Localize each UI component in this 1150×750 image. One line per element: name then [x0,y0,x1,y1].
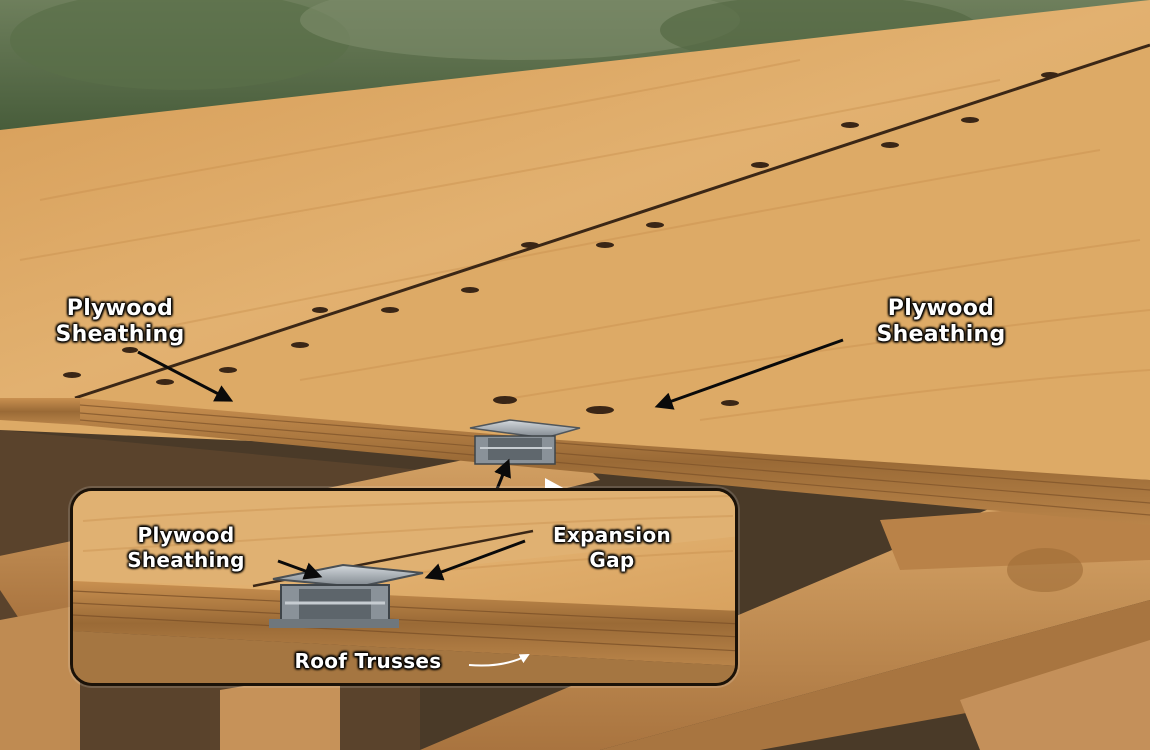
arrow-left-sheathing [137,350,234,402]
label-roof-trusses: Roof Trusses [294,649,442,673]
h-clip-main [469,419,581,465]
label-detail-sheathing-line2: Sheathing [127,548,245,572]
label-detail-sheathing-line1: Plywood [137,523,235,547]
arrow-trusses [468,654,530,667]
h-clip-detail [269,563,424,628]
label-expansion-gap: Expansion Gap [527,523,697,573]
plywood-edge [80,398,1150,525]
detail-callout: Plywood Sheathing Expansion Gap Roof Tru… [70,488,738,686]
nail-holes [63,72,1059,414]
plywood-sheet-lower [0,45,1150,480]
label-detail-sheathing: Plywood Sheathing [101,523,271,573]
callout-drawing [73,491,735,683]
label-right-sheathing-line1: Plywood [887,296,995,321]
label-left-sheathing-line2: Sheathing [55,322,185,347]
label-expansion-gap-line2: Gap [589,548,635,572]
plywood-sheet-upper [0,0,1150,398]
arrow-expansion-gap [424,539,526,581]
sheet-seam [74,43,1150,400]
arrow-detail-sheathing [277,559,323,580]
label-left-sheathing-line1: Plywood [66,296,174,321]
label-expansion-gap-line1: Expansion [552,523,672,547]
label-left-sheathing: Plywood Sheathing [40,296,200,348]
arrow-right-sheathing [654,338,844,410]
label-right-sheathing: Plywood Sheathing [856,296,1026,348]
label-right-sheathing-line2: Sheathing [876,322,1006,347]
